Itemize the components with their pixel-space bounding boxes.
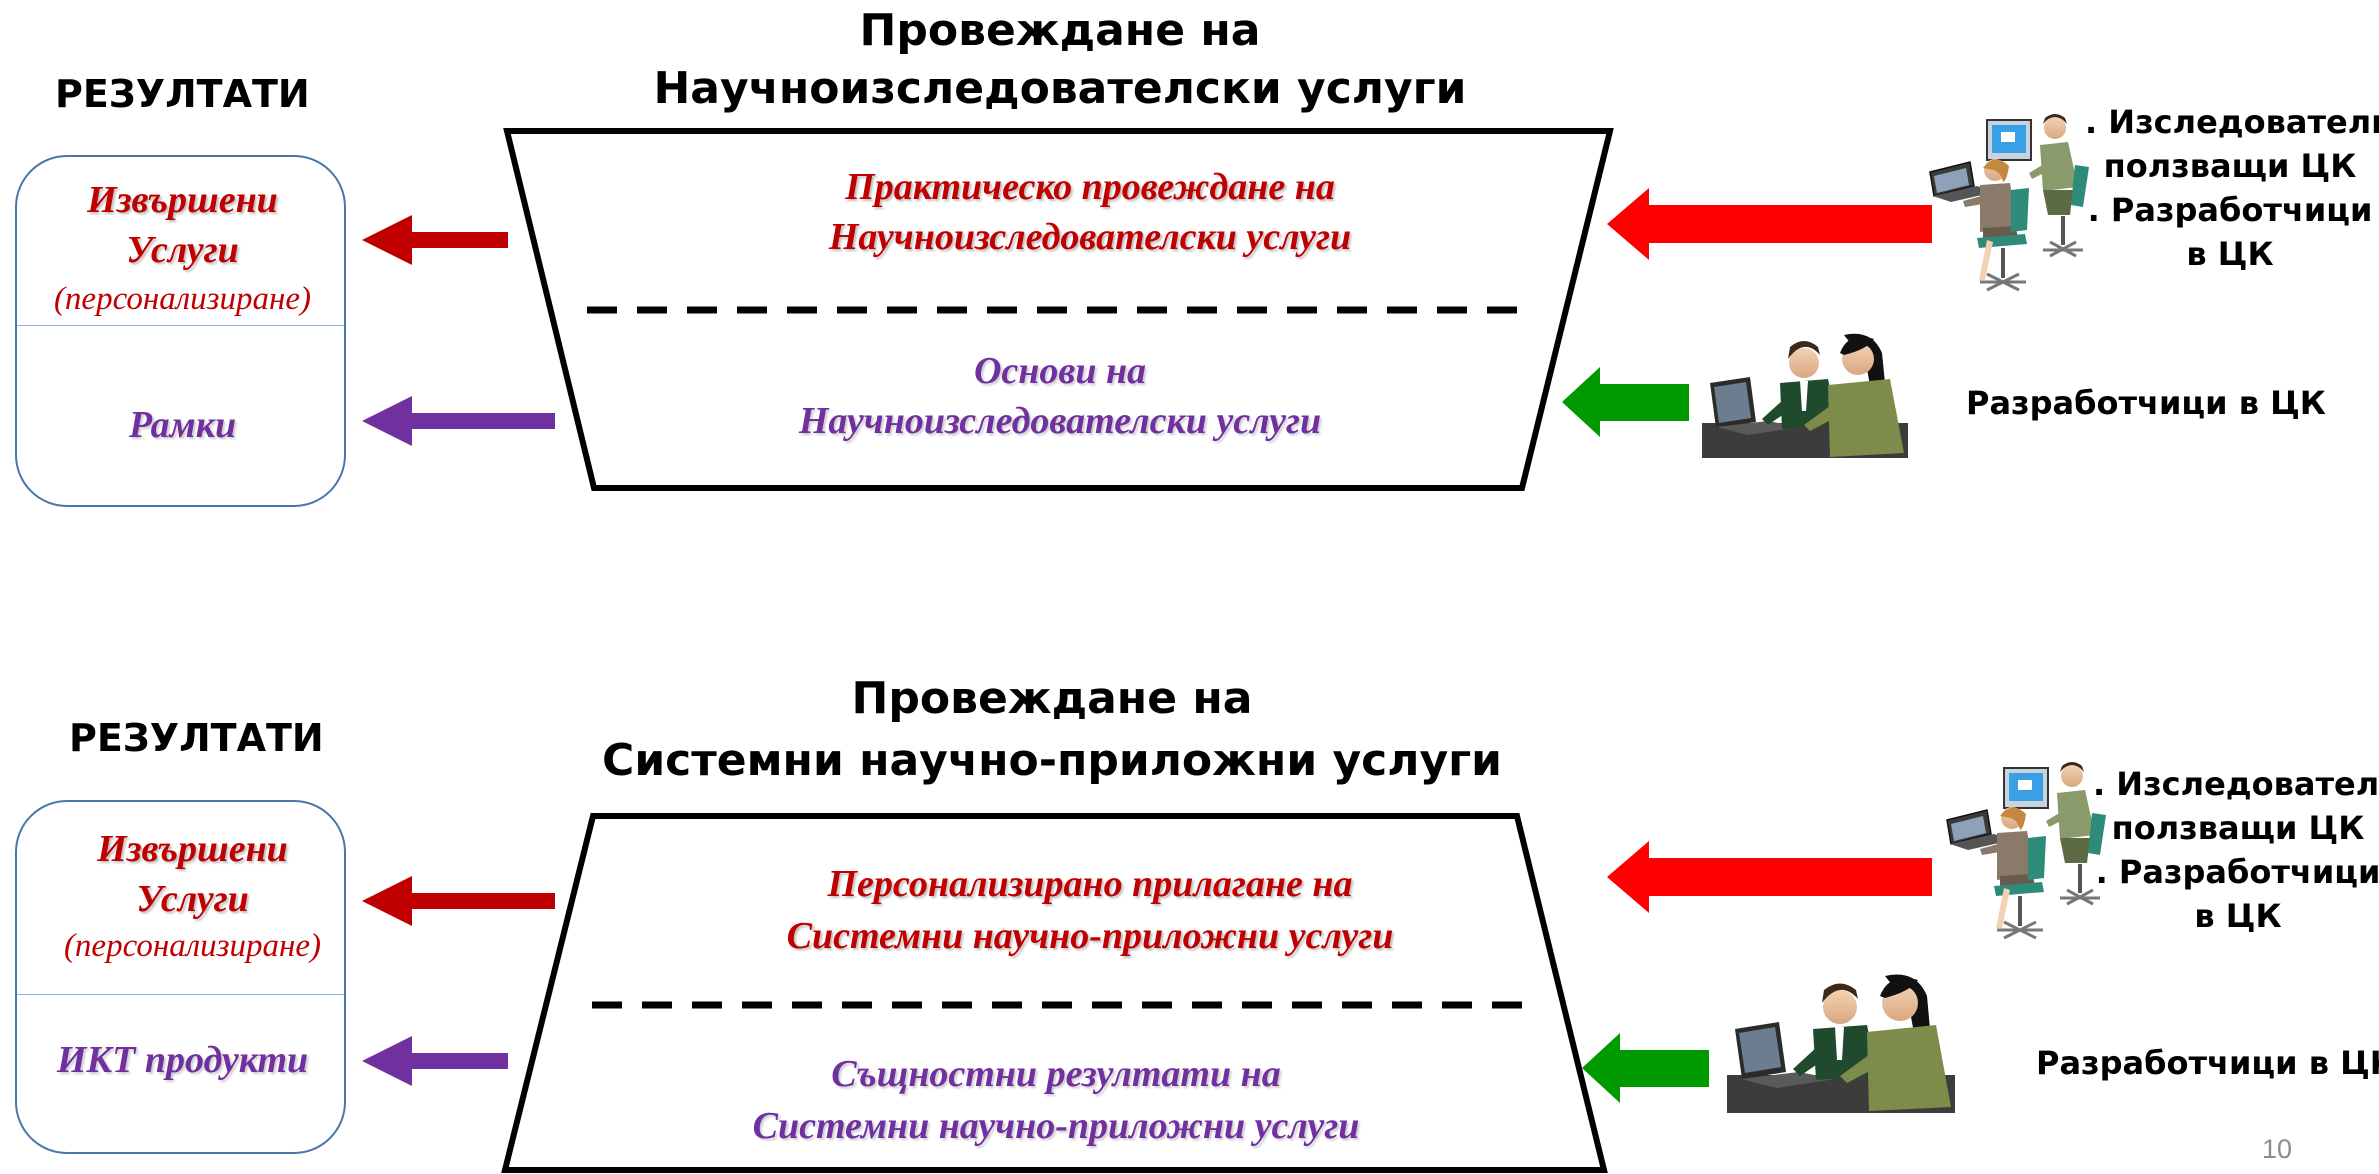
results-divider [17, 325, 344, 326]
process-upper-text: Практическо провеждане на Научноизследов… [620, 162, 1560, 262]
results-heading: РЕЗУЛТАТИ [55, 72, 310, 116]
process-text-line: Персонализирано прилагане на [827, 863, 1353, 905]
process-text-line: Системни научно-приложни услуги [752, 1105, 1360, 1147]
results-item-frameworks: Рамки [128, 404, 237, 446]
results-item-note: (персонализиране) [53, 281, 312, 317]
actor-developers: Разработчици в ЦК [1966, 384, 2326, 422]
results-item-performed-services: Извършени Услуги [27, 824, 358, 924]
results-item-line: Услуги [136, 878, 249, 920]
section-title: Провеждане на Системни научно-приложни у… [552, 668, 1552, 792]
actor-line: в ЦК [2194, 897, 2282, 935]
process-text-line: Основи на [973, 350, 1147, 392]
people-at-computers-icon [1946, 762, 2106, 940]
results-item-ict-products: ИКТ продукти [56, 1039, 309, 1081]
people-at-laptop-icon [1702, 323, 1908, 458]
section-title-line2: Системни научно-приложни услуги [602, 735, 1502, 786]
section-title-line2: Научноизследователски услуги [653, 63, 1467, 114]
process-upper-text: Персонализирано прилагане на Системни на… [620, 858, 1560, 962]
process-lower-text: Основи на Научноизследователски услуги [590, 346, 1530, 446]
actor-developers: Разработчици в ЦК [2036, 1044, 2379, 1082]
input-arrow-green [1582, 1033, 1709, 1103]
input-arrow-green [1562, 367, 1689, 437]
results-item-performed-services: Извършени Услуги [17, 175, 348, 275]
results-divider [17, 994, 344, 995]
page-number: 10 [2262, 1134, 2293, 1164]
actor-researchers-developers: . Изследователи ползващи ЦК . Разработчи… [2093, 762, 2379, 938]
process-trapezoid [501, 813, 1608, 1173]
output-arrow-red [362, 215, 508, 265]
actor-line: ползващи ЦК [2111, 809, 2365, 847]
actor-line: . Разработчици [2095, 853, 2379, 891]
results-item-line: Извършени [97, 828, 288, 870]
section-title-line1: Провеждане на [851, 673, 1253, 724]
results-box: Извършени Услуги (персонализиране) Рамки [15, 155, 346, 507]
input-arrow-red [1607, 841, 1932, 913]
people-at-laptop-icon [1727, 963, 1955, 1113]
output-arrow-purple [362, 396, 555, 446]
process-text-line: Системни научно-приложни услуги [786, 915, 1394, 957]
actor-line: . Изследователи [2093, 765, 2379, 803]
results-item-line: Услуги [126, 229, 239, 271]
section-title: Провеждане на Научноизследователски услу… [560, 2, 1560, 118]
process-text-line: Научноизследователски услуги [798, 400, 1322, 442]
results-heading: РЕЗУЛТАТИ [69, 716, 324, 760]
output-arrow-purple [362, 1036, 508, 1086]
section-title-line1: Провеждане на [859, 5, 1261, 56]
process-text-line: Практическо провеждане на [845, 166, 1335, 208]
actor-line: в ЦК [2186, 235, 2274, 273]
actor-line: ползващи ЦК [2103, 147, 2357, 185]
results-item-note: (персонализиране) [63, 928, 322, 964]
results-item-line: Извършени [87, 179, 278, 221]
process-lower-text: Същностни резултати на Системни научно-п… [586, 1048, 1526, 1152]
process-text-line: Същностни резултати на [831, 1053, 1281, 1095]
output-arrow-red [362, 876, 555, 926]
actor-researchers-developers: . Изследователи ползващи ЦК . Разработчи… [2085, 100, 2379, 276]
process-text-line: Научноизследователски услуги [828, 216, 1352, 258]
people-at-computers-icon [1929, 114, 2089, 292]
results-box: Извършени Услуги (персонализиране) ИКТ п… [15, 800, 346, 1154]
actor-line: . Изследователи [2085, 103, 2379, 141]
input-arrow-red [1607, 188, 1932, 260]
actor-line: . Разработчици [2087, 191, 2373, 229]
